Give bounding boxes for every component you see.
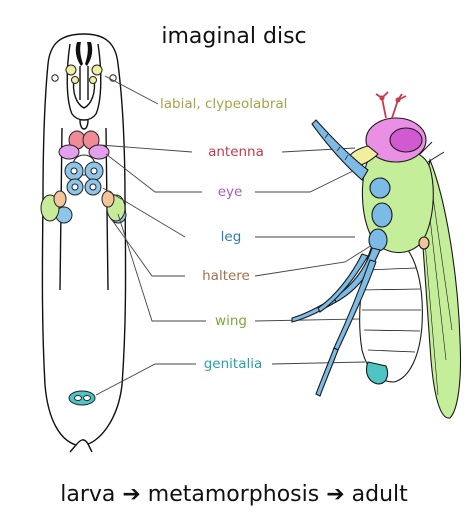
pharynx — [72, 77, 96, 109]
caption: larva ➔ metamorphosis ➔ adult — [60, 482, 408, 507]
leg-disc — [55, 161, 127, 224]
larva-head-outline — [66, 43, 102, 121]
label-eye: eye — [218, 184, 243, 200]
mouth-hook-right — [85, 42, 93, 66]
fly-genitalia — [365, 361, 389, 385]
label-labial: labial, clypeolabral — [160, 96, 287, 112]
labels: labial, clypeolabral antenna eye leg hal… — [160, 96, 287, 372]
diagram-title: imaginal disc — [161, 24, 307, 49]
larva — [41, 33, 127, 453]
fly-abdomen — [359, 245, 423, 383]
antenna-disc — [68, 130, 100, 150]
label-haltere: haltere — [202, 268, 250, 284]
labial-disc — [51, 64, 117, 84]
label-genitalia: genitalia — [204, 356, 263, 372]
label-antenna: antenna — [208, 144, 264, 160]
fly-antenna — [375, 91, 407, 119]
label-wing: wing — [215, 313, 247, 329]
larva-tip — [69, 443, 93, 453]
larva-body — [41, 33, 127, 446]
label-leg: leg — [221, 229, 242, 245]
fly-leg-front — [311, 119, 369, 181]
adult-fly — [291, 91, 462, 419]
fly-wing — [419, 158, 462, 419]
mouth-hook-left — [75, 42, 83, 66]
genital-disc — [68, 390, 96, 406]
fly-haltere — [418, 236, 430, 250]
fly-eye — [389, 127, 423, 153]
